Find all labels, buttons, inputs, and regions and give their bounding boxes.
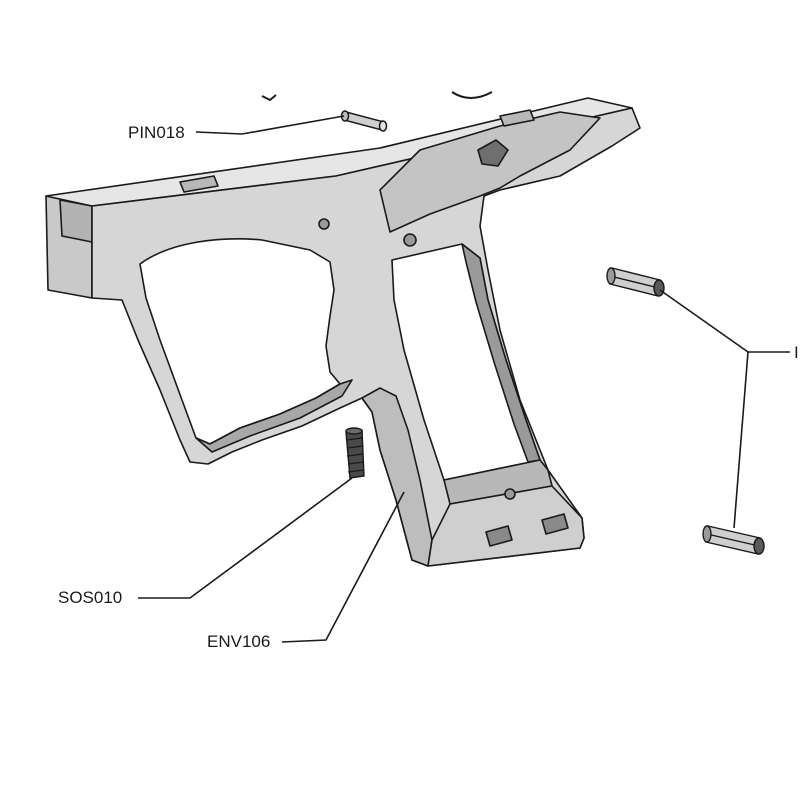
guard-pin-hole [318, 218, 330, 230]
pin-leader-line [195, 115, 345, 135]
spacers-leader-line [659, 289, 790, 529]
frame-leader-line [281, 491, 405, 643]
trigger-frame [45, 97, 641, 567]
cropped-part-fragment [261, 94, 277, 102]
grip-window-floor [443, 459, 553, 505]
spacer-bottom-part [702, 525, 765, 555]
grip-tab [541, 513, 569, 535]
pin-callout-label: PIN018 [128, 123, 185, 142]
set-screw-part [345, 427, 365, 479]
grip-tab [485, 525, 513, 547]
rail-slot [179, 175, 219, 193]
leader-lines [138, 115, 790, 643]
rail-end-face [59, 199, 93, 243]
set-screw-callout-label: SOS010 [58, 588, 123, 607]
grip-bottom-hole [504, 488, 516, 500]
spacers-callout-label: I [794, 343, 799, 362]
pin-part [340, 110, 388, 132]
cropped-arc-fragment [451, 91, 493, 99]
frame-callout-label: ENV106 [207, 632, 271, 651]
spacer-top-part [606, 267, 665, 297]
rail-slot [499, 109, 535, 127]
trigger-guard-inner-shade [195, 379, 353, 453]
screw-recess [403, 233, 417, 247]
upper-bevel [379, 111, 601, 233]
rear-boss [477, 139, 509, 167]
set-screw-leader-line [138, 477, 353, 599]
